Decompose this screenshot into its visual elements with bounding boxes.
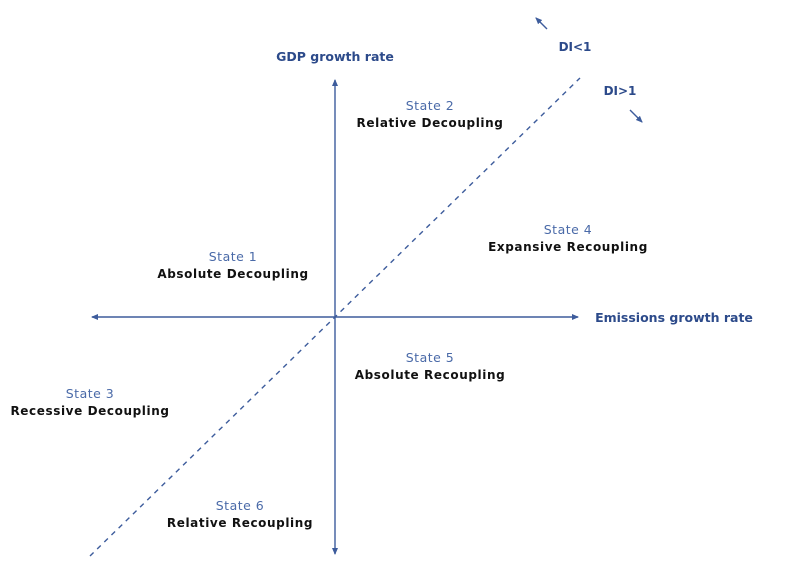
di-less-arrow-icon (535, 17, 548, 30)
state-3-label: State 3 (66, 386, 115, 401)
state-6-label: State 6 (216, 498, 265, 513)
di-greater-arrow-icon (629, 109, 643, 123)
y-axis-label: GDP growth rate (276, 49, 394, 64)
state-6-name: Relative Recoupling (167, 516, 313, 530)
state-4-name: Expansive Recoupling (488, 240, 648, 254)
state-2-label: State 2 (406, 98, 455, 113)
state-2-name: Relative Decoupling (357, 116, 504, 130)
state-1-label: State 1 (209, 249, 258, 264)
di-less-label: DI<1 (559, 40, 592, 54)
state-5-label: State 5 (406, 350, 455, 365)
state-5-name: Absolute Recoupling (355, 368, 506, 382)
x-axis-label: Emissions growth rate (595, 310, 753, 325)
state-4-label: State 4 (544, 222, 593, 237)
di-equals-one-line (89, 77, 581, 557)
state-1-name: Absolute Decoupling (157, 267, 308, 281)
state-3-name: Recessive Decoupling (10, 404, 169, 418)
di-greater-label: DI>1 (604, 84, 637, 98)
